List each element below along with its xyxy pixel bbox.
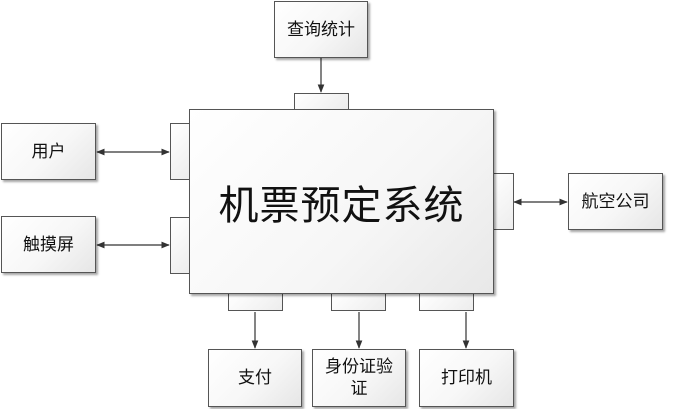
port-top — [294, 93, 349, 110]
port-bottom-id-verify — [331, 293, 386, 311]
node-user: 用户 — [1, 123, 96, 180]
node-query-statistics: 查询统计 — [274, 1, 368, 58]
port-left-touchscreen — [170, 217, 190, 274]
node-airline: 航空公司 — [568, 173, 663, 230]
port-bottom-printer — [419, 293, 474, 311]
node-user-label: 用户 — [31, 141, 66, 162]
port-left-user — [170, 123, 190, 180]
system-title: 机票预定系统 — [218, 182, 465, 229]
node-printer: 打印机 — [419, 349, 514, 407]
node-touchscreen: 触摸屏 — [1, 216, 96, 273]
port-right-airline — [493, 173, 514, 230]
node-id-verify: 身份证验证 — [312, 349, 406, 407]
node-payment-label: 支付 — [238, 368, 272, 388]
node-id-verify-label: 身份证验证 — [325, 357, 393, 399]
port-bottom-payment — [228, 293, 283, 311]
system-block: 机票预定系统 — [189, 109, 494, 294]
node-airline-label: 航空公司 — [581, 191, 650, 212]
node-touchscreen-label: 触摸屏 — [23, 234, 74, 255]
node-printer-label: 打印机 — [441, 368, 492, 388]
node-query-statistics-label: 查询统计 — [287, 19, 355, 40]
node-payment: 支付 — [208, 349, 302, 407]
